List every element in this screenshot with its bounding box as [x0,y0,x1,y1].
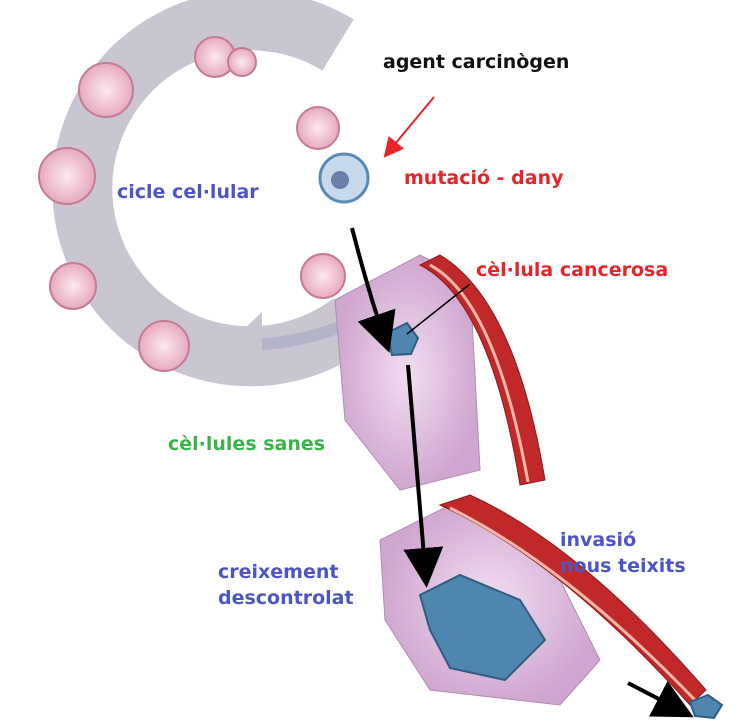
invasion-label: invasió nous teixits [560,528,686,579]
upper-tissue [335,255,545,490]
agent-label: agent carcinògen [383,50,569,76]
uncontrolled-growth-label: creixement descontrolat [218,560,354,611]
cancer-cell-label: cèl·lula cancerosa [476,258,668,284]
invasion-line-1: invasió [560,528,686,554]
cell-cycle-label: cicle cel·lular [117,180,259,206]
invasion-flow-arrow [628,683,676,708]
lower-tissue [380,495,706,705]
healthy-cells-label: cèl·lules sanes [168,432,325,458]
growth-line-2: descontrolat [218,586,354,612]
invasion-line-2: nous teixits [560,554,686,580]
growth-line-1: creixement [218,560,354,586]
mutation-label: mutació - dany [404,166,564,192]
agent-arrow [390,97,434,150]
